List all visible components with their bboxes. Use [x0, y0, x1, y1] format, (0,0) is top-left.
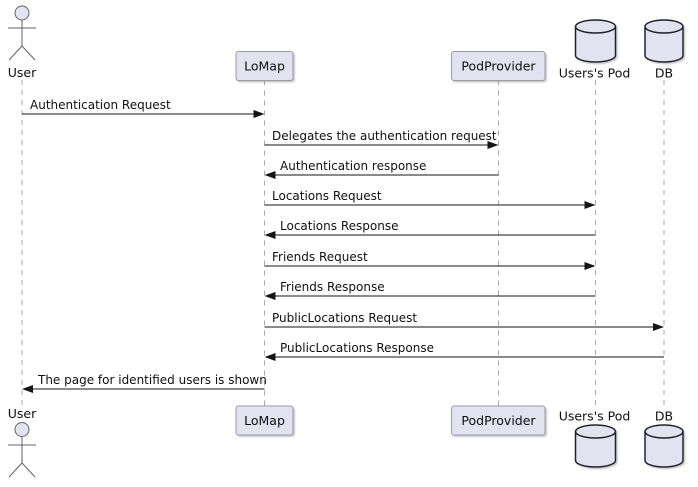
- database-db-label: DB: [655, 409, 673, 424]
- message-label: Delegates the authentication request: [272, 129, 497, 143]
- message-6: Friends Request: [264, 250, 596, 270]
- actor-user-top: User: [8, 5, 37, 80]
- database-cylinder-icon: [644, 424, 684, 468]
- database-cylinder-rim: [574, 26, 617, 34]
- participant-box: [451, 51, 546, 81]
- database-cylinder-icon: [574, 424, 617, 468]
- participant-podprovider-bottom: PodProvider: [451, 405, 546, 436]
- participant-podprovider-label: PodProvider: [461, 59, 536, 74]
- participant-box: [451, 405, 546, 436]
- arrowhead-left-icon: [22, 385, 33, 393]
- participant-podprovider-label: PodProvider: [461, 413, 536, 428]
- actor-user-label: User: [8, 406, 37, 421]
- participant-lomap-label: LoMap: [244, 59, 285, 74]
- arrowhead-right-icon: [584, 201, 596, 209]
- database-db-top: DB: [644, 19, 684, 81]
- database-userspod-label: Users's Pod: [559, 66, 631, 81]
- actor-head-icon: [14, 5, 30, 21]
- message-5: Locations Response: [264, 219, 596, 239]
- message-label: The page for identified users is shown: [37, 373, 267, 387]
- actor-right-leg-line: [21, 45, 36, 61]
- actor-left-leg-line: [8, 45, 23, 61]
- database-userspod-bottom: Users's Pod: [559, 409, 631, 468]
- actor-head-icon: [14, 422, 30, 437]
- message-2: Delegates the authentication request: [264, 129, 499, 149]
- participant-lomap-top: LoMap: [235, 51, 294, 81]
- database-cylinder-rim: [644, 431, 684, 439]
- arrowhead-right-icon: [584, 262, 596, 270]
- message-label: PublicLocations Request: [272, 311, 417, 325]
- message-1: Authentication Request: [22, 98, 265, 118]
- arrowhead-right-icon: [487, 141, 499, 149]
- database-userspod-top: Users's Pod: [559, 19, 631, 81]
- message-8: PublicLocations Request: [264, 311, 664, 331]
- message-label: Friends Request: [272, 250, 368, 264]
- actor-left-leg-line: [8, 462, 23, 478]
- message-3: Authentication response: [264, 159, 499, 179]
- participant-lomap-label: LoMap: [244, 413, 285, 428]
- database-cylinder-rim: [644, 26, 684, 34]
- arrowhead-left-icon: [264, 292, 276, 300]
- message-label: Authentication response: [280, 159, 426, 173]
- arrowhead-left-icon: [264, 171, 276, 179]
- database-cylinder-icon: [644, 19, 684, 63]
- message-label: Friends Response: [280, 280, 385, 294]
- participant-box: [235, 405, 294, 436]
- actor-right-leg-line: [21, 462, 36, 478]
- message-label: Authentication Request: [30, 98, 171, 112]
- actor-user-bottom: User: [8, 406, 37, 478]
- arrowhead-left-icon: [264, 231, 276, 239]
- database-db-bottom: DB: [644, 409, 684, 468]
- database-cylinder-icon: [574, 19, 617, 63]
- database-cylinder-rim: [574, 431, 617, 439]
- message-10: The page for identified users is shown: [22, 373, 267, 393]
- message-4: Locations Request: [264, 189, 596, 209]
- arrowhead-left-icon: [264, 353, 276, 361]
- actor-user-label: User: [8, 65, 37, 80]
- database-db-label: DB: [655, 66, 673, 81]
- message-label: PublicLocations Response: [280, 341, 434, 355]
- message-label: Locations Response: [280, 219, 398, 233]
- arrowhead-right-icon: [653, 323, 664, 331]
- arrowhead-right-icon: [253, 110, 265, 118]
- participant-lomap-bottom: LoMap: [235, 405, 294, 436]
- participant-podprovider-top: PodProvider: [451, 51, 546, 81]
- message-7: Friends Response: [264, 280, 596, 300]
- message-9: PublicLocations Response: [264, 341, 664, 361]
- participant-box: [235, 51, 294, 81]
- message-label: Locations Request: [272, 189, 382, 203]
- database-userspod-label: Users's Pod: [559, 409, 631, 424]
